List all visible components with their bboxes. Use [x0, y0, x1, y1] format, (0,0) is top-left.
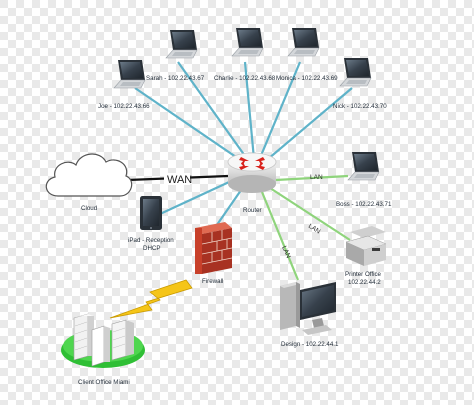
- laptop-boss: [347, 152, 380, 181]
- boss-label: Boss - 102.22.43.71: [336, 201, 392, 208]
- link-lan-boss: [275, 174, 349, 182]
- client-office-label: Client Office Miami: [78, 379, 130, 386]
- laptop-icon: [113, 60, 146, 89]
- printer-label-line2: 102.22.44.2: [348, 279, 381, 286]
- firewall-icon: [195, 222, 233, 274]
- wan-label-bg: [164, 173, 190, 185]
- printer-icon: [345, 226, 387, 266]
- firewall-label: Firewall: [202, 278, 223, 285]
- laptop-icon: [339, 58, 372, 87]
- joe-label: Joe - 102.22.43.66: [98, 103, 150, 110]
- laptop-icon: [287, 28, 320, 57]
- laptop-charlie: [231, 28, 264, 57]
- link-lan-printer: [269, 187, 351, 241]
- wan-label: WAN: [167, 174, 192, 186]
- laptop-icon: [165, 30, 198, 59]
- router-arrows-icon: [239, 157, 265, 170]
- link-charlie: [243, 61, 257, 171]
- router-icon: [227, 152, 277, 193]
- link-lan-design: [260, 191, 300, 281]
- cloud-icon: [45, 153, 133, 197]
- laptop-icon: [231, 28, 264, 57]
- charlie-label: Charlie - 102.22.43.68: [214, 75, 276, 82]
- lan-boss-label: LAN: [310, 174, 323, 181]
- printer-label-line1: Printer Office: [345, 271, 382, 278]
- lightning-icon: [109, 279, 193, 319]
- nick-label: Nick - 102.22.43.70: [333, 103, 387, 110]
- ipad-label-line2: DHCP: [143, 245, 161, 252]
- desktop-computer-icon: [280, 282, 336, 335]
- laptop-sarah: [165, 30, 198, 59]
- link-monica: [253, 61, 302, 171]
- ipad-label-line1: iPad - Reception: [128, 237, 174, 244]
- laptop-icon: [347, 152, 380, 181]
- design-label: Design - 102.22.44.1: [281, 341, 339, 348]
- laptop-monica: [287, 28, 320, 57]
- link-sarah: [177, 61, 256, 171]
- office-buildings-icon: [61, 313, 145, 368]
- laptop-joe: [113, 60, 146, 89]
- links: [127, 61, 353, 281]
- ipad-icon: [140, 196, 162, 230]
- router-label: Router: [243, 207, 262, 214]
- monica-label: Monica - 102.22.43.69: [276, 75, 338, 82]
- sarah-label: Sarah - 102.22.43.67: [146, 75, 205, 82]
- laptop-nick: [339, 58, 372, 87]
- cloud-label: Cloud: [81, 205, 98, 212]
- lan-design-label: LAN: [280, 245, 292, 260]
